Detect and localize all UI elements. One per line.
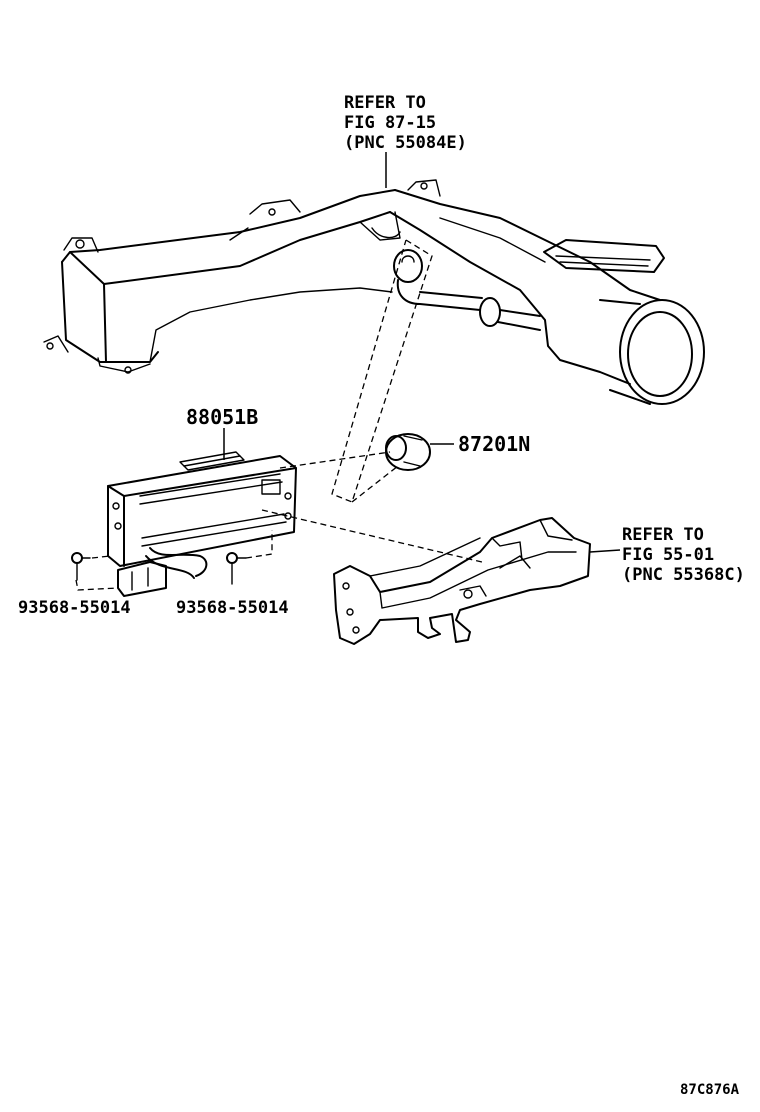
duct-ref-line3: (PNC 55084E) bbox=[344, 133, 467, 153]
bracket-ref-line2: FIG 55-01 bbox=[622, 545, 714, 565]
illustration-code: 87C876A bbox=[680, 1082, 740, 1098]
air-duct-illustration bbox=[43, 179, 705, 405]
screw-right-dashline bbox=[245, 530, 273, 559]
sensor-to-bracket-dashline bbox=[261, 509, 483, 563]
clip-illustration bbox=[385, 433, 431, 471]
screw-left-illustration bbox=[71, 552, 91, 581]
duct-reference-callout: REFER TO FIG 87-15 (PNC 55084E) bbox=[344, 93, 467, 153]
bracket-ref-line3: (PNC 55368C) bbox=[622, 565, 745, 585]
hose-connection-dashline bbox=[331, 239, 433, 503]
bracket-reference-callout: REFER TO FIG 55-01 (PNC 55368C) bbox=[622, 525, 745, 585]
screw-right-part-number[interactable]: 93568-55014 bbox=[176, 598, 289, 618]
duct-ref-line1: REFER TO bbox=[344, 93, 426, 113]
bracket-ref-line1: REFER TO bbox=[622, 525, 704, 545]
clip-part-number[interactable]: 87201N bbox=[458, 432, 530, 456]
sensor-assembly-illustration bbox=[107, 451, 297, 597]
sensor-to-clip-dashline bbox=[279, 451, 391, 469]
duct-ref-line2: FIG 87-15 bbox=[344, 113, 436, 133]
screw-left-dashline bbox=[75, 555, 119, 591]
bracket-illustration bbox=[333, 517, 591, 645]
screw-right-illustration bbox=[226, 552, 247, 585]
screw-left-part-number[interactable]: 93568-55014 bbox=[18, 598, 131, 618]
bracket-ref-leader bbox=[589, 549, 621, 553]
sensor-part-number[interactable]: 88051B bbox=[186, 405, 258, 429]
